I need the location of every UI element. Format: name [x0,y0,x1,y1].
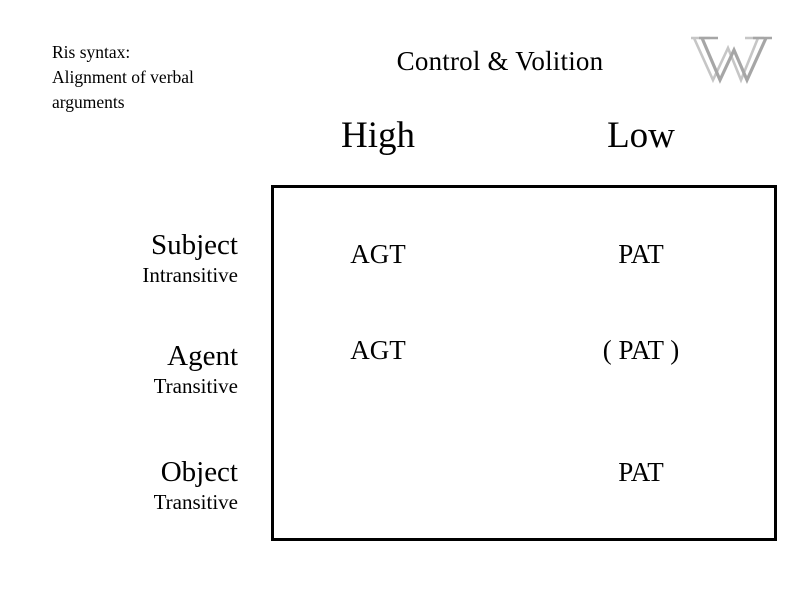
row-label-primary: Object [160,456,238,488]
row-label-secondary: Intransitive [142,263,238,287]
row-label-object: Object Transitive [20,455,238,515]
row-label-agent: Agent Transitive [20,339,238,399]
column-header-high: High [341,115,415,156]
cell-subject-high: AGT [350,239,406,269]
page-title: Control & Volition [396,46,604,76]
row-label-primary: Subject [151,229,238,261]
caption-text: Ris syntax: Alignment of verbal argument… [52,42,194,112]
cell-agent-low: ( PAT ) [602,335,680,365]
column-header-low: Low [607,115,675,156]
cell-agent-high: AGT [350,335,406,365]
row-label-secondary: Transitive [153,374,238,398]
cell-subject-low: PAT [618,239,664,269]
row-label-secondary: Transitive [153,490,238,514]
row-label-primary: Agent [167,340,238,372]
row-label-subject: Subject Intransitive [20,228,238,288]
matrix-border-box [271,185,777,541]
cell-object-low: PAT [618,457,664,487]
w-monogram-logo [686,26,778,88]
